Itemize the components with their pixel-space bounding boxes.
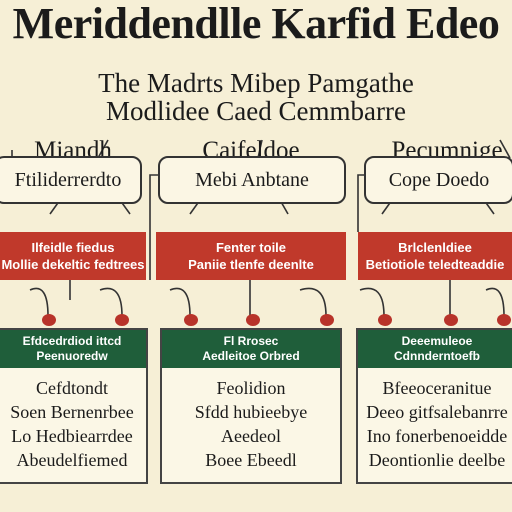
card-1: Efdcedrdiod ittcd Peenuoredw Cefdtondt S… xyxy=(0,328,148,484)
red-box-3-line-2: Betiotiole teledteaddie xyxy=(365,257,505,272)
connector-dot xyxy=(444,314,458,326)
card-2-line-3: Aeedeol xyxy=(221,426,281,446)
card-1-header-line-2: Peenuoredw xyxy=(36,349,108,363)
column-bubble-3: Cope Doedo xyxy=(364,156,512,204)
column-bubble-1: Ftiliderrerdto xyxy=(0,156,142,204)
card-1-line-4: Abeudelfiemed xyxy=(16,450,128,470)
card-3-line-4: Deontionlie deelbe xyxy=(368,450,506,470)
red-box-3: Brlclenldiee Betiotiole teledteaddie xyxy=(358,232,512,280)
card-2-header-line-2: Aedleitoe Orbred xyxy=(202,349,300,363)
card-1-line-3: Lo Hedbiearrdee xyxy=(11,426,133,446)
red-box-1: Ilfeidle fiedus Mollie dekeltic fedtrees xyxy=(0,232,146,280)
connector-dot xyxy=(497,314,511,326)
connector-dot xyxy=(320,314,334,326)
card-3-header-line-2: Cdnnderntoefb xyxy=(394,349,480,363)
card-2-line-2: Sfdd hubieebye xyxy=(194,402,308,422)
red-box-2-line-1: Fenter toile xyxy=(215,240,287,255)
card-3-line-1: Bfeeoceranitue xyxy=(382,378,492,398)
connector-dot xyxy=(246,314,260,326)
card-3-body: Bfeeoceranitue Deeo gitfsalebanrre Ino f… xyxy=(358,368,512,472)
card-3-header: Deeemuleoe Cdnnderntoefb xyxy=(358,330,512,368)
card-3-line-2: Deeo gitfsalebanrre xyxy=(366,402,508,422)
card-2-header-line-1: Fl Rrosec xyxy=(223,334,279,348)
card-1-header: Efdcedrdiod ittcd Peenuoredw xyxy=(0,330,146,368)
red-box-1-line-2: Mollie dekeltic fedtrees xyxy=(1,257,145,272)
subtitle-line-2: Modlidee Caed Cemmbarre xyxy=(106,96,406,126)
card-1-line-1: Cefdtondt xyxy=(36,378,108,398)
card-3: Deeemuleoe Cdnnderntoefb Bfeeoceranitue … xyxy=(356,328,512,484)
connector-dot xyxy=(42,314,56,326)
card-1-body: Cefdtondt Soen Bernenrbee Lo Hedbiearrde… xyxy=(0,368,146,472)
connector-dot xyxy=(115,314,129,326)
card-2: Fl Rrosec Aedleitoe Orbred Feolidion Sfd… xyxy=(160,328,342,484)
red-box-3-line-1: Brlclenldiee xyxy=(398,240,472,255)
red-box-2: Fenter toile Paniie tlenfe deenlte xyxy=(156,232,346,280)
card-2-line-1: Feolidion xyxy=(216,378,286,398)
card-3-header-line-1: Deeemuleoe xyxy=(401,334,473,348)
card-2-header: Fl Rrosec Aedleitoe Orbred xyxy=(162,330,340,368)
connector-dot xyxy=(184,314,198,326)
red-box-2-line-2: Paniie tlenfe deenlte xyxy=(188,257,314,272)
subtitle-line-1: The Madrts Mibep Pamgathe xyxy=(98,68,414,98)
red-box-1-line-1: Ilfeidle fiedus xyxy=(31,240,115,255)
diagram-title: Meriddendlle Karfid Edeo xyxy=(12,0,500,48)
card-2-body: Feolidion Sfdd hubieebye Aeedeol Boee Eb… xyxy=(162,368,340,472)
column-bubble-2: Mebi Anbtane xyxy=(158,156,346,204)
card-1-header-line-1: Efdcedrdiod ittcd xyxy=(22,334,122,348)
connector-dot xyxy=(378,314,392,326)
card-2-line-4: Boee Ebeedl xyxy=(205,450,297,470)
card-1-line-2: Soen Bernenrbee xyxy=(10,402,134,422)
card-3-line-3: Ino fonerbenoeidde xyxy=(366,426,508,446)
